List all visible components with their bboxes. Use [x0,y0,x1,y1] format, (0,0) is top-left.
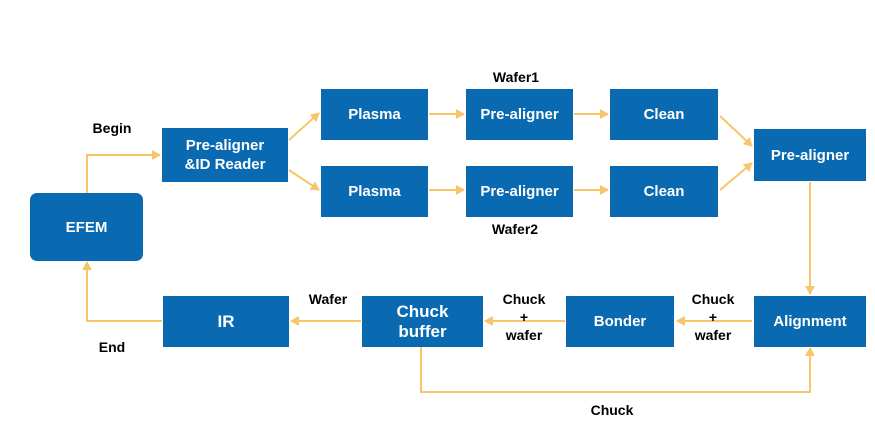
node-clean-top-label: Clean [643,106,685,123]
label-wafer: Wafer [308,291,348,307]
node-bonder: Bonder [566,296,674,347]
node-prealigner-id-reader-label: Pre-aligner &ID Reader [185,136,266,174]
label-wafer1: Wafer1 [492,69,540,85]
label-chuck: Chuck [590,402,634,418]
node-clean-bottom-label: Clean [643,183,685,200]
node-prealigner-right: Pre-aligner [754,129,866,181]
node-plasma-top: Plasma [321,89,428,140]
node-prealigner-id-reader-line2: &ID Reader [184,156,266,173]
node-plasma-bottom-label: Plasma [348,183,401,200]
node-alignment: Alignment [754,296,866,347]
arrow-prealigner-id-to-plasma-bottom [288,169,320,191]
node-ir-label: IR [217,311,235,331]
label-chuck-wafer-left-line2: + [519,309,529,325]
node-prealigner-top-label: Pre-aligner [480,106,559,123]
node-bonder-label: Bonder [593,313,647,330]
node-clean-bottom: Clean [610,166,718,217]
arrow-chuck-return-to-alignment [420,346,815,393]
node-chuck-buffer-line2: buffer [398,321,447,341]
label-wafer2: Wafer2 [491,221,539,237]
label-begin: Begin [92,120,132,136]
node-prealigner-top: Pre-aligner [466,89,573,140]
label-chuck-wafer-left: Chuck + wafer [493,290,555,344]
label-chuck-wafer-right-line1: Chuck [691,291,735,307]
node-chuck-buffer-label: Chuck buffer [397,302,449,342]
arrow-ir-to-efem [82,261,162,322]
node-prealigner-bottom-label: Pre-aligner [480,183,559,200]
label-chuck-wafer-right-line3: wafer [694,327,732,343]
arrow-efem-to-prealigner-id [86,150,161,193]
label-chuck-wafer-left-line1: Chuck [502,291,546,307]
arrow-prealigner-id-to-plasma-top [288,112,320,141]
node-efem: EFEM [30,193,143,261]
node-clean-top: Clean [610,89,718,140]
node-chuck-buffer-line1: Chuck [396,301,449,321]
label-chuck-wafer-left-line3: wafer [505,327,543,343]
node-prealigner-id-reader-line1: Pre-aligner [185,137,265,154]
arrow-clean-top-to-prealigner-right [719,115,753,147]
node-efem-label: EFEM [65,218,108,236]
node-alignment-label: Alignment [773,313,847,330]
node-chuck-buffer: Chuck buffer [362,296,483,347]
node-prealigner-bottom: Pre-aligner [466,166,573,217]
node-plasma-bottom: Plasma [321,166,428,217]
label-chuck-wafer-right: Chuck + wafer [682,290,744,344]
arrow-clean-bottom-to-prealigner-right [719,162,753,191]
label-end: End [98,339,126,355]
node-ir: IR [163,296,289,347]
node-plasma-top-label: Plasma [348,106,401,123]
label-chuck-wafer-right-line2: + [708,309,718,325]
node-prealigner-id-reader: Pre-aligner &ID Reader [162,128,288,182]
node-prealigner-right-label: Pre-aligner [770,146,850,164]
